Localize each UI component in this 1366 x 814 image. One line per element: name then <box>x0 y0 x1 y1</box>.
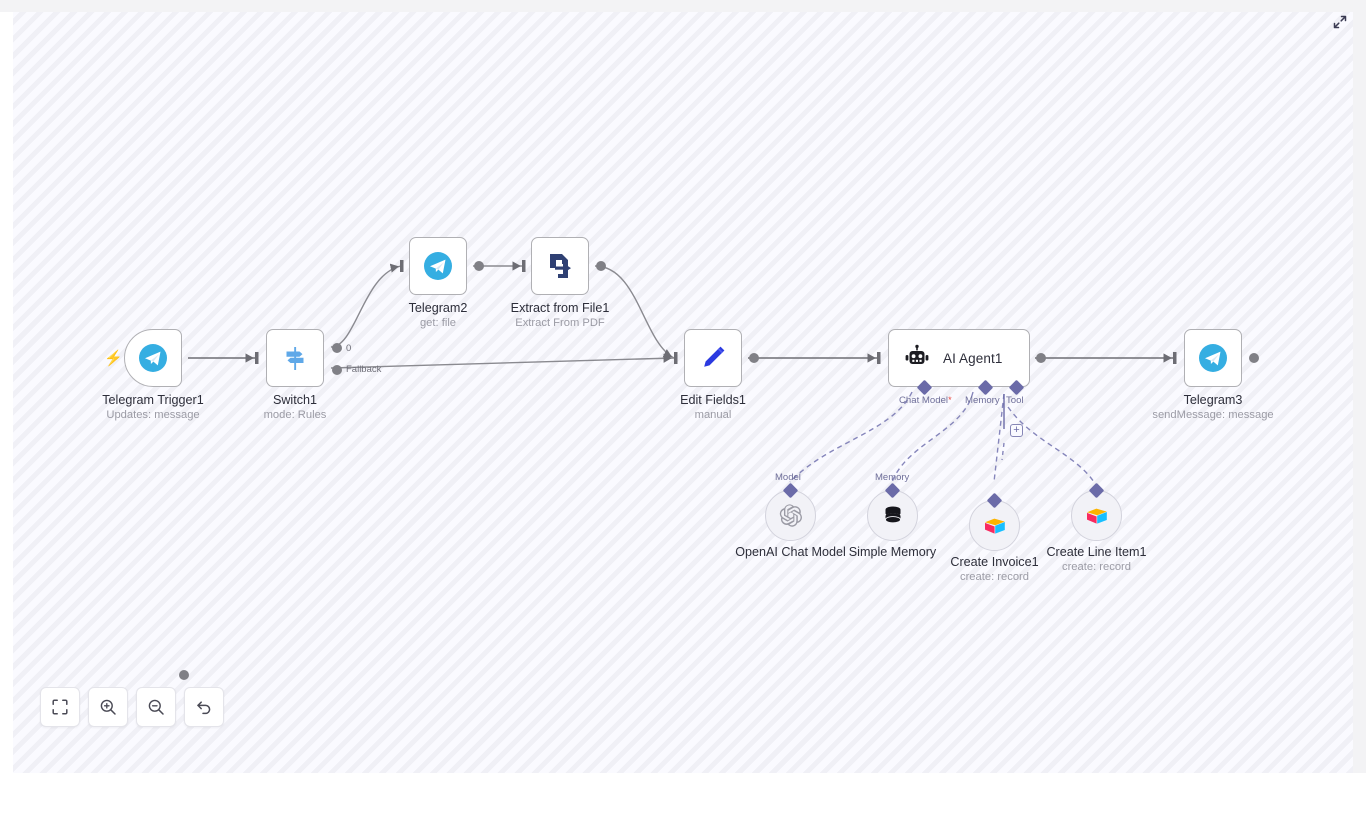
node-name: Edit Fields1 <box>680 393 746 407</box>
port-memory-label: Memory <box>965 395 1000 406</box>
subnode-openai-chat-model[interactable]: Model OpenAI Chat Model <box>735 472 846 559</box>
undo-arrow-icon <box>197 701 211 715</box>
subnode-caption: Create Line Item1 create: record <box>1046 545 1146 575</box>
fit-screen-icon <box>52 699 68 715</box>
node-name: Telegram3 <box>1183 393 1243 407</box>
extract-file-icon <box>550 254 571 278</box>
output-label-fallback: Fallback <box>346 364 382 375</box>
zoom-in-icon <box>100 699 116 715</box>
subnode-caption: OpenAI Chat Model <box>735 545 846 560</box>
node-name: Telegram Trigger1 <box>102 393 204 407</box>
trigger-bolt-icon: ⚡ <box>104 350 123 367</box>
openai-icon <box>779 504 802 527</box>
node-name: AI Agent1 <box>943 350 1003 366</box>
node-caption: Extract from File1 Extract From PDF <box>511 301 610 331</box>
output-dot[interactable] <box>596 261 606 271</box>
switch-signpost-icon <box>286 347 304 370</box>
telegram-icon <box>1199 344 1227 372</box>
node-body[interactable]: AI Agent1 <box>888 329 1030 387</box>
node-edit-fields-1[interactable]: Edit Fields1 manual <box>680 329 759 421</box>
pencil-icon <box>704 346 725 367</box>
output-dot[interactable] <box>1249 353 1259 363</box>
node-body[interactable] <box>409 237 467 295</box>
node-subtitle: Updates: message <box>106 409 200 421</box>
telegram-icon <box>424 252 452 280</box>
telegram-icon <box>139 344 167 372</box>
output-dot[interactable] <box>1036 353 1046 363</box>
nodes-layer: ⚡ Telegram Trigger1 Updates: message <box>13 12 1353 773</box>
node-caption: Telegram Trigger1 Updates: message <box>102 393 204 423</box>
database-icon <box>884 506 901 523</box>
node-body[interactable] <box>531 237 589 295</box>
node-subtitle: manual <box>694 409 732 421</box>
canvas-toolbar <box>40 687 224 727</box>
node-subtitle: mode: Rules <box>263 409 327 421</box>
output-dot[interactable] <box>474 261 484 271</box>
node-caption: Edit Fields1 manual <box>680 393 746 423</box>
node-name: Switch1 <box>272 393 318 407</box>
node-subtitle: get: file <box>419 317 457 329</box>
subnode-caption: Simple Memory <box>849 545 936 560</box>
node-ai-agent-1[interactable]: AI Agent1 Chat Model* Memory Tool + <box>888 329 1046 437</box>
node-body[interactable] <box>124 329 182 387</box>
subnode-name: Simple Memory <box>848 545 937 559</box>
node-telegram-3[interactable]: Telegram3 sendMessage: message <box>1152 329 1274 421</box>
subnode-port-label: Model <box>775 472 801 483</box>
add-tool-button[interactable]: + <box>1010 424 1023 437</box>
subnode-body[interactable] <box>1071 490 1122 541</box>
output-dot-0[interactable] <box>332 343 342 353</box>
subnode-name: Create Invoice1 <box>950 555 1039 569</box>
node-body[interactable] <box>684 329 742 387</box>
node-switch-1[interactable]: 0 Fallback Switch1 mode: Rules <box>264 329 381 421</box>
subnode-create-invoice-1[interactable]: Create Invoice1 create: record <box>950 492 1039 583</box>
subnode-name: OpenAI Chat Model <box>735 545 846 559</box>
subnode-body[interactable] <box>867 490 918 541</box>
output-dot[interactable] <box>749 353 759 363</box>
port-tool-label: Tool <box>1006 395 1024 406</box>
node-caption: Switch1 mode: Rules <box>264 393 327 423</box>
subnode-create-line-item-1[interactable]: Create Line Item1 create: record <box>1046 482 1147 573</box>
node-caption: Telegram3 sendMessage: message <box>1152 393 1273 423</box>
node-telegram-2[interactable]: Telegram2 get: file <box>409 237 484 329</box>
node-body[interactable] <box>1184 329 1242 387</box>
reset-zoom-button[interactable] <box>184 687 224 727</box>
airtable-icon <box>1086 508 1107 524</box>
output-dot-fallback[interactable] <box>332 365 342 375</box>
node-subtitle: sendMessage: message <box>1152 409 1274 421</box>
workflow-canvas[interactable]: ⚡ Telegram Trigger1 Updates: message <box>13 12 1353 773</box>
fit-to-view-button[interactable] <box>40 687 80 727</box>
subnode-caption: Create Invoice1 create: record <box>950 555 1038 585</box>
subnode-name: Create Line Item1 <box>1046 545 1147 559</box>
port-chat-model-label: Chat Model* <box>899 395 952 406</box>
top-bar <box>0 0 1366 12</box>
output-label-0: 0 <box>346 343 352 354</box>
subnode-simple-memory[interactable]: Memory Simple Memory <box>849 472 936 559</box>
zoom-out-icon <box>148 699 164 715</box>
robot-icon <box>905 344 929 364</box>
subnode-subtitle: create: record <box>1061 561 1132 573</box>
node-name: Extract from File1 <box>510 301 610 315</box>
node-name: Telegram2 <box>408 301 468 315</box>
subnode-body[interactable] <box>969 500 1020 551</box>
node-extract-from-file-1[interactable]: Extract from File1 Extract From PDF <box>511 237 609 329</box>
required-asterisk: * <box>948 395 952 405</box>
zoom-in-button[interactable] <box>88 687 128 727</box>
node-telegram-trigger-1[interactable]: ⚡ Telegram Trigger1 Updates: message <box>102 329 204 680</box>
node-caption: Telegram2 get: file <box>409 301 468 331</box>
canvas-right-padding <box>1353 12 1366 773</box>
zoom-out-button[interactable] <box>136 687 176 727</box>
airtable-icon <box>984 518 1005 534</box>
output-dot[interactable] <box>179 670 189 680</box>
node-body[interactable] <box>266 329 324 387</box>
subnode-subtitle: create: record <box>959 571 1030 583</box>
subnode-port-label: Memory <box>875 472 910 483</box>
canvas-bottom-padding <box>0 773 1366 814</box>
node-subtitle: Extract From PDF <box>515 317 605 329</box>
expand-diagonal-icon[interactable] <box>1330 12 1350 32</box>
